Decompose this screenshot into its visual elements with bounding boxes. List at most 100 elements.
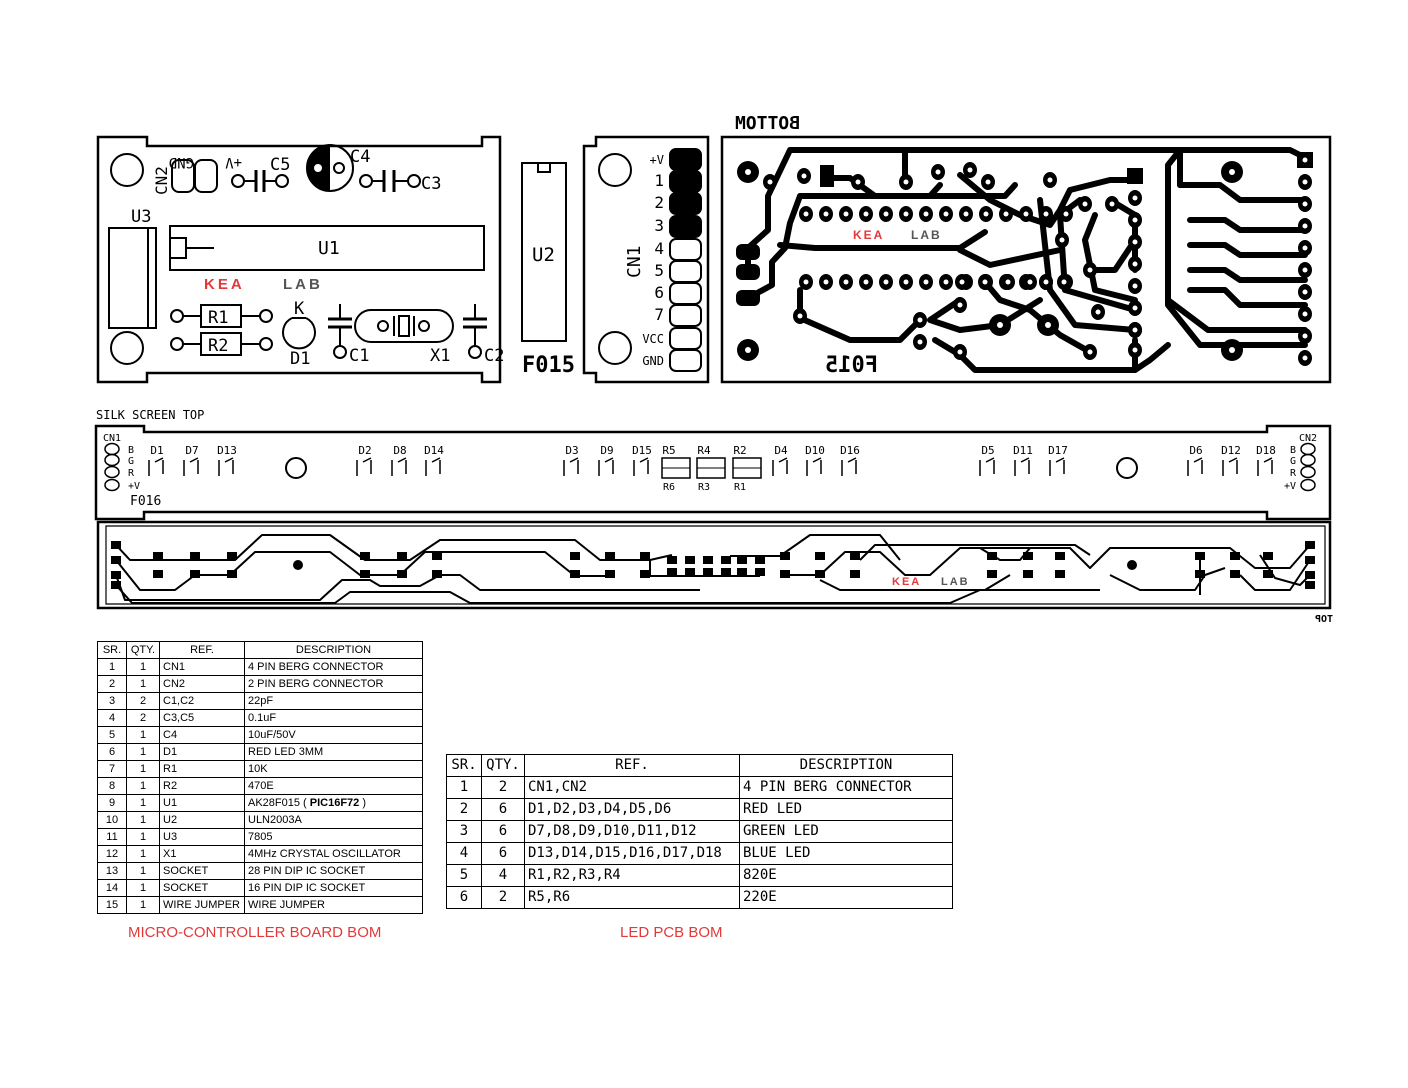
pad-hole bbox=[1063, 211, 1069, 217]
pad-hole bbox=[1132, 239, 1138, 245]
connector-pin bbox=[1300, 453, 1316, 467]
pad-hole bbox=[1302, 157, 1308, 163]
cell-ref: CN1 bbox=[159, 658, 245, 676]
pad-hole bbox=[803, 211, 809, 217]
cn1-header bbox=[669, 148, 702, 372]
cell-qty: 2 bbox=[126, 709, 160, 727]
cell-qty: 1 bbox=[126, 794, 160, 812]
cell-description: 16 PIN DIP IC SOCKET bbox=[244, 879, 423, 897]
led-pad bbox=[667, 568, 677, 576]
cn1-label: CN1 bbox=[624, 245, 645, 278]
cell-description: 10K bbox=[244, 760, 423, 778]
led-pad bbox=[737, 568, 747, 576]
cell-ref: C3,C5 bbox=[159, 709, 245, 727]
connector-pin-label: G bbox=[1290, 456, 1296, 467]
brand-logo-lab: LAB bbox=[911, 228, 942, 242]
led-label: D1 bbox=[150, 444, 163, 457]
pad-hole bbox=[963, 211, 969, 217]
led-outline bbox=[1222, 457, 1238, 476]
copper-pad bbox=[1128, 170, 1142, 184]
led-pad bbox=[360, 552, 370, 560]
led-cn2-label: CN2 bbox=[1299, 433, 1317, 444]
led-label: D7 bbox=[185, 444, 198, 457]
pad-hole bbox=[1059, 237, 1065, 243]
cell-ref: CN1,CN2 bbox=[524, 776, 740, 799]
cell-ref: D13,D14,D15,D16,D17,D18 bbox=[524, 842, 740, 865]
pad-hole bbox=[1061, 279, 1067, 285]
cell-description: 4MHz CRYSTAL OSCILLATOR bbox=[244, 845, 423, 863]
copper-pads bbox=[736, 152, 1313, 366]
pad-hole bbox=[843, 279, 849, 285]
cell-ref: R2 bbox=[159, 777, 245, 795]
led-pad bbox=[227, 552, 237, 560]
cell-ref: U3 bbox=[159, 828, 245, 846]
c5-label: C5 bbox=[270, 155, 290, 175]
cell-qty: 1 bbox=[126, 896, 160, 914]
led-pad bbox=[111, 581, 121, 589]
brand-logo-kea: KEA bbox=[853, 228, 884, 242]
led-pad bbox=[1055, 552, 1065, 560]
x1-label: X1 bbox=[430, 346, 450, 366]
cn1-pin-label: 4 bbox=[654, 239, 664, 258]
led-pad bbox=[1305, 571, 1315, 579]
pad-hole bbox=[1302, 355, 1308, 361]
led-pad bbox=[815, 552, 825, 560]
cn2-pin bbox=[194, 159, 218, 193]
cn1-pin-label: 6 bbox=[654, 283, 664, 302]
pad-hole bbox=[1082, 201, 1088, 207]
led-pad bbox=[570, 570, 580, 578]
cell-sr: 2 bbox=[446, 798, 482, 821]
cell-ref: R1,R2,R3,R4 bbox=[524, 864, 740, 887]
pad-hole bbox=[1132, 327, 1138, 333]
cell-sr: 4 bbox=[97, 709, 127, 727]
connector-pin bbox=[104, 442, 120, 456]
connector-pin bbox=[1300, 465, 1316, 479]
pad-hole bbox=[801, 173, 807, 179]
led-outline bbox=[425, 457, 441, 476]
led-outline bbox=[841, 457, 857, 476]
u1-desc-prefix: AK28F015 ( bbox=[248, 797, 307, 809]
copper-pad bbox=[736, 244, 760, 260]
pad-hole bbox=[1023, 211, 1029, 217]
cell-qty: 1 bbox=[126, 675, 160, 693]
cn1-pin bbox=[669, 304, 702, 327]
pad-hole bbox=[982, 279, 988, 285]
led-pad bbox=[721, 568, 731, 576]
pad-hole bbox=[903, 179, 909, 185]
led-label: D11 bbox=[1013, 444, 1033, 457]
cell-qty: 1 bbox=[126, 862, 160, 880]
led-label: D13 bbox=[217, 444, 237, 457]
led-outline bbox=[1187, 457, 1203, 476]
led-label: D14 bbox=[424, 444, 444, 457]
led-pad bbox=[850, 552, 860, 560]
cell-ref: R5,R6 bbox=[524, 886, 740, 909]
led-pad bbox=[1230, 552, 1240, 560]
cn1-pin-label: 7 bbox=[654, 305, 664, 324]
led-outline bbox=[1014, 457, 1030, 476]
cn2-label: CN2 bbox=[152, 166, 171, 195]
led-outline bbox=[1257, 457, 1273, 476]
cn1-pin-label: 5 bbox=[654, 261, 664, 280]
led-hole bbox=[1127, 560, 1137, 570]
header-sr: SR. bbox=[446, 754, 482, 777]
cell-qty: 6 bbox=[481, 798, 525, 821]
cell-qty: 2 bbox=[481, 886, 525, 909]
cn1-pin bbox=[669, 260, 702, 283]
led-pad bbox=[685, 556, 695, 564]
header-qty: QTY. bbox=[126, 641, 160, 659]
pad-hole bbox=[903, 279, 909, 285]
connector-pin bbox=[104, 453, 120, 467]
f016-label: F016 bbox=[130, 494, 161, 509]
r2-label: R2 bbox=[208, 336, 228, 356]
resistor-label: R4 bbox=[697, 444, 711, 457]
pad-hole bbox=[1109, 201, 1115, 207]
led-pad bbox=[1023, 552, 1033, 560]
cell-description: 4 PIN BERG CONNECTOR bbox=[244, 658, 423, 676]
cell-sr: 12 bbox=[97, 845, 127, 863]
led-outline bbox=[356, 457, 372, 476]
